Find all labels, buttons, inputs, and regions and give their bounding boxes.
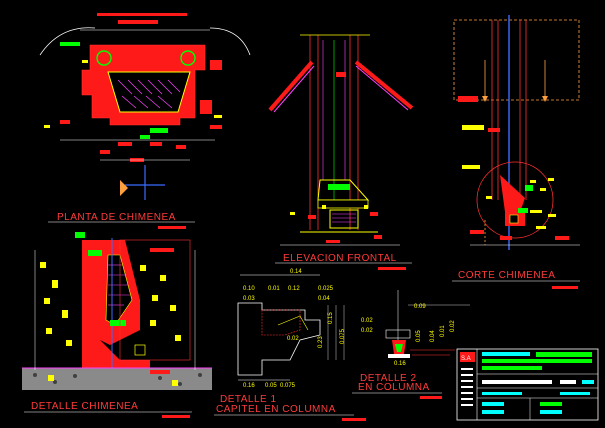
svg-text:0.04: 0.04 [318, 296, 330, 302]
svg-text:0.16: 0.16 [394, 361, 406, 367]
title-block-logo: S.A [461, 356, 471, 362]
svg-text:0.02: 0.02 [361, 328, 373, 334]
svg-text:0.025: 0.025 [318, 286, 334, 292]
planta-chimenea-drawing [39, 13, 251, 200]
svg-text:0.01: 0.01 [268, 286, 280, 292]
svg-text:0.10: 0.10 [243, 286, 255, 292]
detalle-chimenea-drawing [22, 232, 212, 390]
corte-chimenea-drawing [453, 15, 580, 250]
svg-text:0.16: 0.16 [243, 383, 255, 389]
detalle1-capitel-drawing: 0.14 0.10 0.01 0.12 0.025 0.03 0.04 0.15… [237, 269, 346, 389]
title-elevacion-frontal: ELEVACION FRONTAL [283, 253, 397, 264]
svg-text:0.075: 0.075 [340, 328, 346, 344]
title-block: S.A [456, 348, 599, 421]
title-detalle2-sub: EN COLUMNA [358, 382, 430, 393]
svg-text:0.02: 0.02 [450, 320, 456, 332]
title-detalle1: DETALLE 1 [220, 394, 277, 405]
svg-text:0.03: 0.03 [243, 296, 255, 302]
title-detalle-chimenea: DETALLE CHIMENEA [31, 401, 138, 412]
dim-capitel-top: 0.14 [290, 269, 302, 275]
svg-text:0.04: 0.04 [430, 330, 436, 342]
svg-text:0.02: 0.02 [361, 318, 373, 324]
elevacion-frontal-drawing [268, 34, 414, 246]
svg-text:0.12: 0.12 [288, 286, 300, 292]
svg-text:0.01: 0.01 [440, 325, 446, 337]
title-corte-chimenea: CORTE CHIMENEA [458, 270, 555, 281]
title-planta-chimenea: PLANTA DE CHIMENEA [57, 212, 176, 223]
svg-text:0.075: 0.075 [280, 383, 296, 389]
svg-text:0.15: 0.15 [328, 312, 334, 324]
svg-text:0.05: 0.05 [416, 330, 422, 342]
svg-text:0.05: 0.05 [265, 383, 277, 389]
title-detalle1-sub: CAPITEL EN COLUMNA [216, 404, 336, 415]
svg-text:0.09: 0.09 [414, 304, 426, 310]
title-detalle2: DETALLE 2 [360, 373, 417, 384]
svg-text:0.23: 0.23 [318, 336, 324, 348]
svg-text:0.02: 0.02 [287, 336, 299, 342]
detalle2-columna-drawing: 0.02 0.02 0.16 0.09 0.05 0.04 0.01 0.02 [361, 290, 470, 367]
